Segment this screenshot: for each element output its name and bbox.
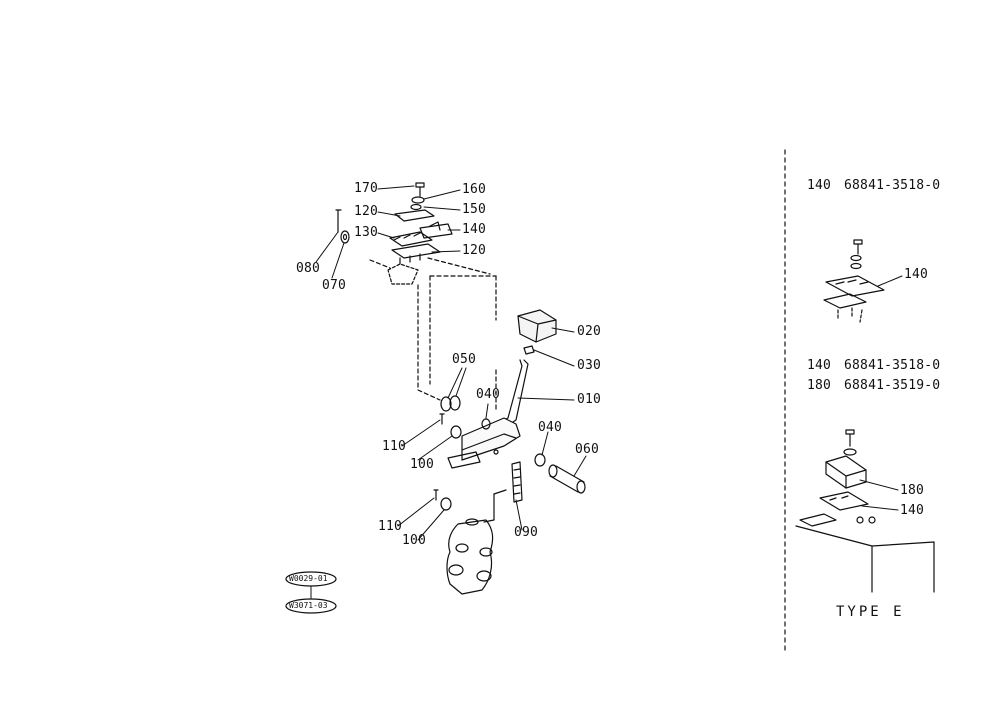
knob-020-shape (518, 310, 556, 342)
washer-100a-shape (451, 426, 461, 438)
variant-b-callout-140: 140 (900, 503, 925, 518)
callout-120-upper: 120 (354, 204, 379, 219)
callout-090: 090 (514, 525, 539, 540)
variant-b-part-2-code: 68841-3519-0 (844, 378, 941, 393)
variant-b-drawing (796, 430, 934, 592)
callout-100-upper: 100 (410, 457, 435, 472)
variant-b-part-1-code: 68841-3518-0 (844, 358, 941, 373)
callout-040-upper: 040 (476, 387, 501, 402)
variant-b-part-1-no: 140 (807, 358, 832, 373)
rod-090-shape (484, 462, 522, 522)
callout-070: 070 (322, 278, 347, 293)
washer-100b-shape (441, 498, 451, 510)
washer-160-shape (412, 197, 424, 203)
callout-140: 140 (462, 222, 487, 237)
callout-010: 010 (577, 392, 602, 407)
collar-040b-shape (535, 454, 545, 466)
leader-lines (316, 186, 586, 540)
valve-body-shape (447, 519, 493, 594)
callout-100-lower: 100 (402, 533, 427, 548)
variant-a-part-code: 68841-3518-0 (844, 178, 941, 193)
variant-a-part-no: 140 (807, 178, 832, 193)
callout-150: 150 (462, 202, 487, 217)
callout-120-lower: 120 (462, 243, 487, 258)
assembly-guide-lines (370, 258, 496, 410)
ref-stamp-1: W0029-01 (289, 574, 328, 583)
callout-110-upper: 110 (382, 439, 407, 454)
bushing-050b-shape (450, 396, 460, 410)
callout-160: 160 (462, 182, 487, 197)
variant-b-callout-180: 180 (900, 483, 925, 498)
pipe-060-shape (549, 465, 585, 493)
callout-050: 050 (452, 352, 477, 367)
washer-150-shape (411, 205, 421, 210)
nut-030-shape (524, 346, 534, 354)
plate-130-shape (390, 232, 432, 246)
callout-080: 080 (296, 261, 321, 276)
pin-110a-shape (440, 414, 444, 424)
type-label: TYPE E (836, 604, 905, 620)
callout-170: 170 (354, 181, 379, 196)
plate-120-upper-shape (395, 210, 434, 221)
callout-030: 030 (577, 358, 602, 373)
ref-stamp-2: W3071-03 (289, 601, 328, 610)
washer-070-shape (341, 231, 349, 243)
callout-130: 130 (354, 225, 379, 240)
variant-a-drawing (824, 240, 902, 322)
variant-b-part-2-no: 180 (807, 378, 832, 393)
lever-010-shape (448, 360, 528, 468)
callout-110-lower: 110 (378, 519, 403, 534)
callout-020: 020 (577, 324, 602, 339)
variant-a-callout-140: 140 (904, 267, 929, 282)
bushing-050a-shape (441, 397, 451, 411)
callout-040-lower: 040 (538, 420, 563, 435)
bolt-170-shape (416, 183, 424, 196)
collar-040a-shape (482, 419, 490, 429)
plate-120-lower-shape (392, 244, 440, 258)
pin-110b-shape (434, 490, 438, 500)
callout-060: 060 (575, 442, 600, 457)
